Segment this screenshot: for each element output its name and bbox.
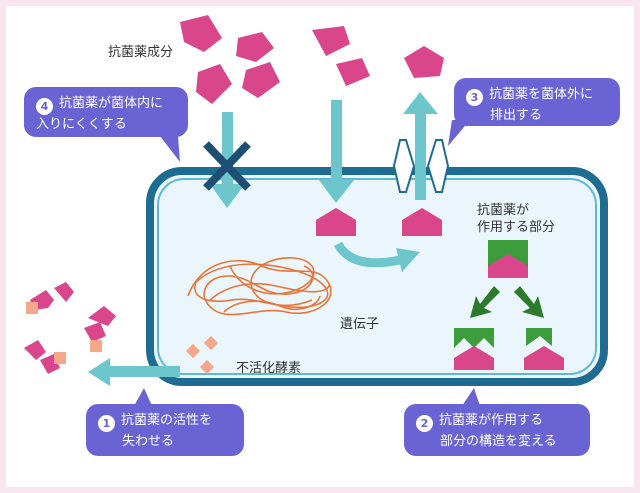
gene-label: 遺伝子 [340, 317, 380, 332]
target-site-pink [488, 254, 528, 278]
step-number-badge: 1 [98, 415, 115, 432]
influx-arrow-shaft [331, 100, 342, 182]
inactivation-arrow-shaft [108, 366, 180, 377]
antibiotic-fragment [236, 32, 274, 62]
inactivation-arrow-head [88, 358, 110, 386]
antibiotic-fragment [242, 62, 280, 98]
antibiotic-inside [316, 208, 356, 236]
modified-target-right-pink [524, 346, 564, 370]
callout-2: 2 抗菌薬が作用する 部分の構造を変える [404, 404, 590, 456]
callout-4-tail [160, 136, 180, 162]
efflux-arrow-shaft [415, 112, 426, 200]
callout-text: 排出する [490, 108, 543, 123]
antibiotic-fragment [312, 26, 350, 56]
callout-text: 抗菌薬の活性を [121, 413, 213, 428]
callout-text: 抗菌薬が菌体内に [59, 96, 164, 111]
inactivated-enzyme-piece [54, 352, 66, 364]
enzyme-dot [203, 335, 219, 351]
callout-text: 抗菌薬を菌体外に [489, 87, 594, 102]
enzyme-dot [185, 343, 201, 359]
transfer-arrow [334, 241, 401, 268]
modified-target-left [454, 328, 494, 348]
transfer-arrow-head [396, 248, 420, 272]
inactivated-fragment [24, 340, 46, 360]
callout-text: 部分の構造を変える [440, 434, 557, 449]
entry-arrow-shaft [222, 112, 233, 186]
inactivated-fragment [88, 306, 116, 326]
callout-3: 3 抗菌薬を菌体外に 排出する [454, 78, 620, 126]
antibiotic-at-pump [402, 208, 442, 236]
efflux-arrow-head [403, 92, 438, 114]
callout-3-tail [448, 120, 470, 146]
step-number-badge: 4 [36, 98, 53, 115]
bacterial-cell-inner-outline [157, 178, 597, 375]
callout-4: 4 抗菌薬が菌体内に 入りにくくする [24, 87, 188, 137]
inactivated-enzyme-piece [26, 302, 38, 314]
antibiotic-fragment [336, 58, 370, 86]
callout-text: 入りにくくする [36, 117, 127, 132]
callout-text: 抗菌薬が作用する [439, 413, 544, 428]
inactivated-fragment [54, 282, 74, 302]
callout-2-tail [462, 388, 480, 406]
entry-arrow-head [210, 184, 245, 208]
inactivated-enzyme-piece [90, 340, 102, 352]
modified-target-left-pink [454, 346, 494, 370]
callout-text: 失わせる [122, 434, 175, 449]
antibiotic-fragment [180, 15, 222, 52]
influx-arrow-head [319, 180, 354, 203]
efflux-pump [392, 139, 450, 193]
target-site-label-line: 抗菌薬が [477, 203, 530, 218]
branch-arrows [470, 286, 544, 318]
step-number-badge: 3 [466, 89, 483, 106]
gene-strand [187, 257, 332, 316]
callout-1: 1 抗菌薬の活性を 失わせる [86, 404, 244, 456]
antibiotic-fragment [404, 46, 444, 78]
step-number-badge: 2 [416, 415, 433, 432]
antibiotic-fragment [196, 64, 232, 104]
modified-target-right [526, 328, 552, 346]
inactivated-fragment [84, 322, 106, 342]
callout-1-tail [134, 388, 152, 406]
inactivating-enzyme-label: 不活化酵素 [236, 361, 302, 376]
target-site-label-line: 作用する部分 [477, 220, 556, 235]
target-site-label: 抗菌薬が 作用する部分 [477, 202, 555, 236]
enzyme-dot [199, 359, 215, 375]
antibiotic-components-label: 抗菌薬成分 [108, 45, 174, 60]
block-x-mark [203, 141, 251, 191]
